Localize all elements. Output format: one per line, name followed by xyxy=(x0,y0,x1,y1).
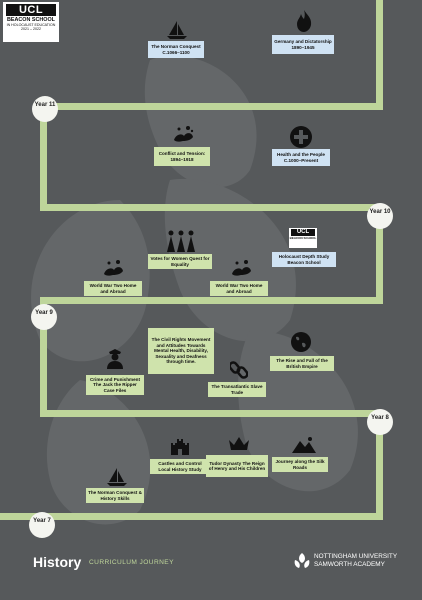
ucl-beacon-small-logo: UCL BEACON SCHOOL xyxy=(289,228,317,248)
topic-germany-dictatorship: Germany and Dictatorship 1890–1945 xyxy=(272,35,334,54)
castle-icon xyxy=(171,439,189,455)
medical-cross-icon xyxy=(290,126,312,148)
topic-conflict-tension: Conflict and Tension: 1894–1918 xyxy=(154,147,210,166)
topic-votes-for-women: Votes for Women Quest for Equality xyxy=(148,254,212,269)
year-10-marker: Year 10 xyxy=(367,203,393,229)
path-segment-right-2 xyxy=(376,410,383,520)
explosion-icon xyxy=(174,126,194,142)
topic-tudor-dynasty: Tudor Dynasty The Reign of Henry and His… xyxy=(206,455,268,477)
topic-holocaust-depth-study: Holocaust Depth Study Beacon School xyxy=(272,252,336,267)
year-7-marker: Year 7 xyxy=(29,512,55,538)
topic-transatlantic-slave-trade: The Transatlantic Slave Trade xyxy=(208,382,266,397)
path-segment-top-vertical xyxy=(376,0,383,110)
path-segment-year10 xyxy=(40,204,383,211)
mountains-icon xyxy=(292,437,316,453)
path-segment-left-1 xyxy=(40,103,47,211)
topic-ww2-left: World War Two Home and Abroad xyxy=(84,281,142,296)
year-8-marker: Year 8 xyxy=(367,409,393,435)
year-9-marker: Year 9 xyxy=(31,304,57,330)
sailing-ship-icon-year7 xyxy=(107,468,127,486)
topic-castles-control: Castles and Control Local History Study xyxy=(150,459,210,474)
topic-civil-rights: The Civil Rights Movement and Attitudes … xyxy=(148,328,214,374)
leaf-people-icon xyxy=(294,553,310,568)
topic-ww2-right: World War Two Home and Abroad xyxy=(210,281,268,296)
page-title: History xyxy=(33,554,82,570)
page-subtitle: CURRICULUM JOURNEY xyxy=(89,559,174,566)
globe-icon xyxy=(291,332,311,352)
explosion-icon-ww2-right xyxy=(232,260,251,276)
path-segment-year11 xyxy=(40,103,383,110)
path-segment-left-2 xyxy=(40,297,47,417)
sailing-ship-icon xyxy=(167,21,187,39)
topic-health-people: Health and the People C.1000–Present xyxy=(272,149,330,166)
path-segment-year8 xyxy=(40,410,383,417)
topic-silk-roads: Journey along the Silk Roads xyxy=(272,457,328,472)
suffragettes-icon xyxy=(167,230,195,252)
path-segment-year9 xyxy=(40,297,383,304)
explosion-icon-ww2-left xyxy=(104,260,123,276)
topic-crime-punishment: Crime and Punishment The Jack the Ripper… xyxy=(86,375,144,395)
chain-link-icon xyxy=(230,361,248,379)
path-segment-right-1 xyxy=(376,204,383,304)
topic-norman-conquest-skills: The Norman Conquest & History Skills xyxy=(86,488,144,503)
topic-norman-conquest: The Norman Conquest C.1066–1100 xyxy=(148,41,204,58)
police-officer-icon xyxy=(107,349,123,369)
year-11-marker: Year 11 xyxy=(32,96,58,122)
ucl-beacon-school-logo: UCL BEACON SCHOOL IN HOLOCAUST EDUCATION… xyxy=(3,2,59,42)
flame-icon xyxy=(297,10,312,32)
topic-british-empire: The Rise and Fall of the British Empire xyxy=(270,356,334,371)
crown-icon xyxy=(229,437,249,450)
path-segment-year7 xyxy=(0,513,383,520)
